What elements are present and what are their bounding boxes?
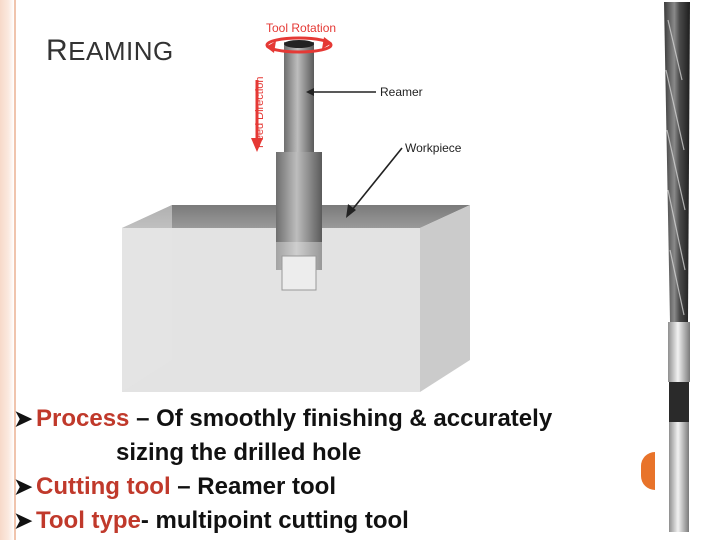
reamer-tool <box>276 40 322 290</box>
reamer-top <box>284 40 314 48</box>
reamer-shank <box>284 42 314 152</box>
workpiece-left-face <box>122 205 172 392</box>
bullet-arrow-icon: ➤ <box>14 402 36 436</box>
bullet-text: – Reamer tool <box>171 473 336 500</box>
bullet-cutting-tool: ➤Cutting tool – Reamer tool <box>14 470 654 504</box>
bullet-text: - multipoint cutting tool <box>141 507 409 534</box>
slide-title-initial: R <box>46 34 68 67</box>
drilled-hole <box>282 256 316 290</box>
workpiece-label: Workpiece <box>405 141 462 155</box>
feed-direction-label: Feed Direction <box>254 76 266 148</box>
bullet-process-continuation: sizing the drilled hole <box>14 436 654 470</box>
bullet-list: ➤Process – Of smoothly finishing & accur… <box>14 402 654 538</box>
tool-rotation-label: Tool Rotation <box>266 21 336 35</box>
bullet-arrow-icon: ➤ <box>14 504 36 538</box>
reaming-diagram: Tool Rotation Feed Direction Reamer Work… <box>110 10 490 400</box>
reamer-fluted-section <box>664 2 690 322</box>
bullet-arrow-icon: ➤ <box>14 470 36 504</box>
reamer-photo <box>648 0 708 540</box>
reamer-taper-shank <box>669 422 689 532</box>
bullet-process: ➤Process – Of smoothly finishing & accur… <box>14 402 654 436</box>
reamer-body <box>276 152 322 242</box>
workpiece-side-face <box>420 205 470 392</box>
reamer-collar <box>669 382 689 422</box>
reamer-neck <box>668 322 690 382</box>
left-decorative-rail <box>0 0 14 540</box>
bullet-tool-type: ➤Tool type- multipoint cutting tool <box>14 504 654 538</box>
bullet-text: – Of smoothly finishing & accurately <box>129 405 552 432</box>
bullet-key: Tool type <box>36 507 141 534</box>
reamer-callout-arrow <box>306 88 376 96</box>
reamer-label: Reamer <box>380 85 423 99</box>
bullet-key: Process <box>36 405 129 432</box>
bullet-key: Cutting tool <box>36 473 171 500</box>
